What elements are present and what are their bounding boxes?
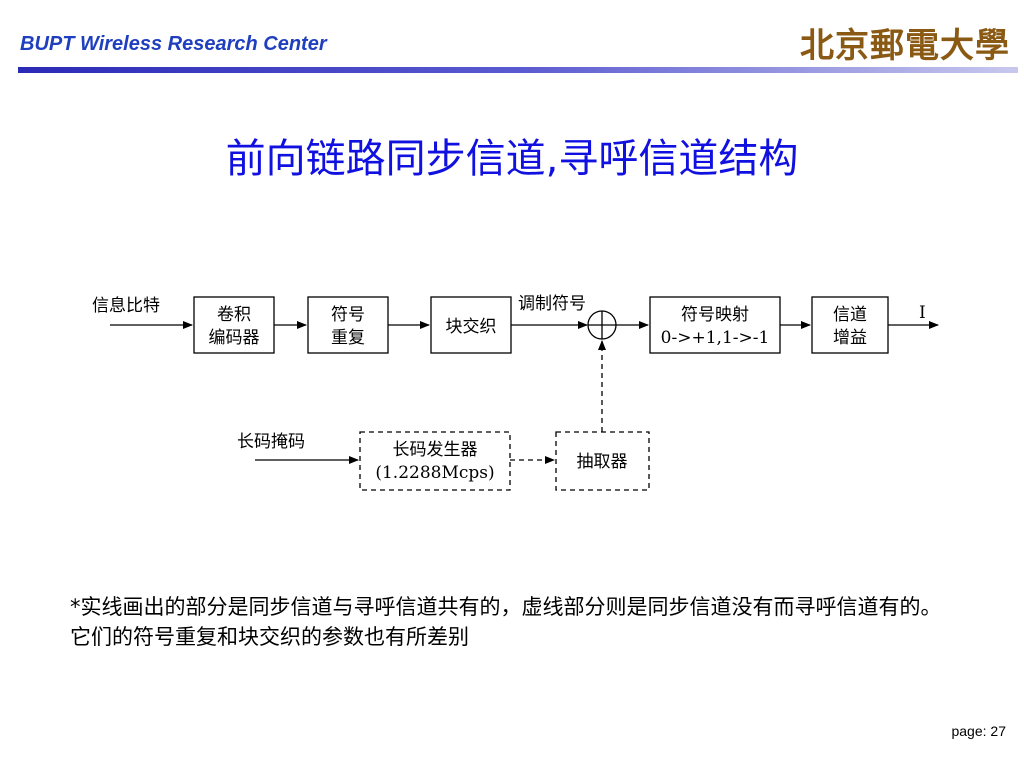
channel-gain-label-line1: 信道 [833, 305, 867, 325]
footnote-text: *实线画出的部分是同步信道与寻呼信道共有的，虚线部分则是同步信道没有而寻呼信道有… [70, 595, 942, 649]
block-interleaver-label: 块交织 [446, 317, 497, 337]
header-divider [18, 67, 1018, 73]
conv-encoder-label-line2: 编码器 [209, 328, 260, 348]
decimator-label: 抽取器 [577, 452, 628, 472]
modulation-symbol-label: 调制符号 [518, 294, 586, 314]
symbol-mapping-block: 符号映射 0->+1,1->-1 [649, 296, 781, 354]
input-bits-label: 信息比特 [92, 296, 160, 316]
long-code-generator-label-line1: 长码发生器 [393, 440, 478, 460]
conv-encoder-block: 卷积 编码器 [193, 296, 275, 354]
block-interleaver: 块交织 [430, 296, 512, 354]
symbol-repeat-block: 符号 重复 [307, 296, 389, 354]
decimator-block: 抽取器 [555, 431, 650, 491]
bupt-logo: 北京郵電大學 [800, 26, 1010, 66]
conv-encoder-label-line1: 卷积 [217, 305, 251, 325]
symbol-repeat-label-line2: 重复 [331, 328, 365, 348]
channel-gain-block: 信道 增益 [811, 296, 889, 354]
symbol-mapping-label-line2: 0->+1,1->-1 [661, 328, 770, 348]
output-i-label: I [919, 303, 926, 323]
header-title: BUPT Wireless Research Center [20, 33, 327, 55]
slide-title: 前向链路同步信道,寻呼信道结构 [225, 136, 799, 182]
symbol-mapping-label-line1: 符号映射 [681, 305, 749, 325]
symbol-repeat-label-line1: 符号 [331, 305, 365, 325]
long-code-mask-label: 长码掩码 [237, 432, 305, 452]
long-code-generator-label-line2: (1.2288Mcps) [375, 463, 494, 483]
channel-gain-label-line2: 增益 [833, 328, 867, 348]
page-number: page: 27 [951, 723, 1006, 739]
page-number-label: page: [951, 723, 987, 739]
page-number-value: 27 [990, 723, 1006, 739]
xor-adder [587, 310, 617, 340]
long-code-generator-block: 长码发生器 (1.2288Mcps) [359, 431, 511, 491]
